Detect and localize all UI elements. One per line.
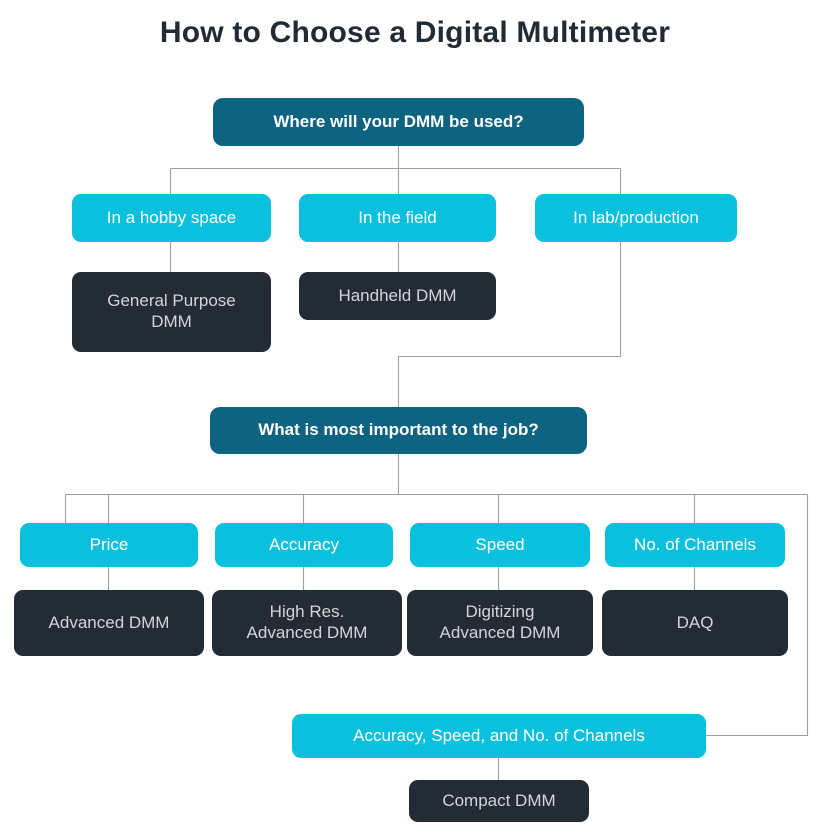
- result-advanced-dmm[interactable]: Advanced DMM: [14, 590, 204, 656]
- result-handheld-dmm[interactable]: Handheld DMM: [299, 272, 496, 320]
- option-no-of-channels[interactable]: No. of Channels: [605, 523, 785, 567]
- option-accuracy[interactable]: Accuracy: [215, 523, 393, 567]
- option-in-a-hobby-space[interactable]: In a hobby space: [72, 194, 271, 242]
- decision-most-important[interactable]: What is most important to the job?: [210, 407, 587, 454]
- option-price[interactable]: Price: [20, 523, 198, 567]
- result-high-res-advanced-dmm[interactable]: High Res. Advanced DMM: [212, 590, 402, 656]
- option-in-the-field[interactable]: In the field: [299, 194, 496, 242]
- page-title: How to Choose a Digital Multimeter: [159, 16, 671, 49]
- result-daq[interactable]: DAQ: [602, 590, 788, 656]
- result-general-purpose-dmm[interactable]: General Purpose DMM: [72, 272, 271, 352]
- decision-where-used[interactable]: Where will your DMM be used?: [213, 98, 584, 146]
- result-compact-dmm[interactable]: Compact DMM: [409, 780, 589, 822]
- result-digitizing-advanced-dmm[interactable]: Digitizing Advanced DMM: [407, 590, 593, 656]
- option-in-lab-production[interactable]: In lab/production: [535, 194, 737, 242]
- option-accuracy-speed-and-no-of-channels[interactable]: Accuracy, Speed, and No. of Channels: [292, 714, 706, 758]
- option-speed[interactable]: Speed: [410, 523, 590, 567]
- edge-lab-to-q2: [397, 242, 622, 407]
